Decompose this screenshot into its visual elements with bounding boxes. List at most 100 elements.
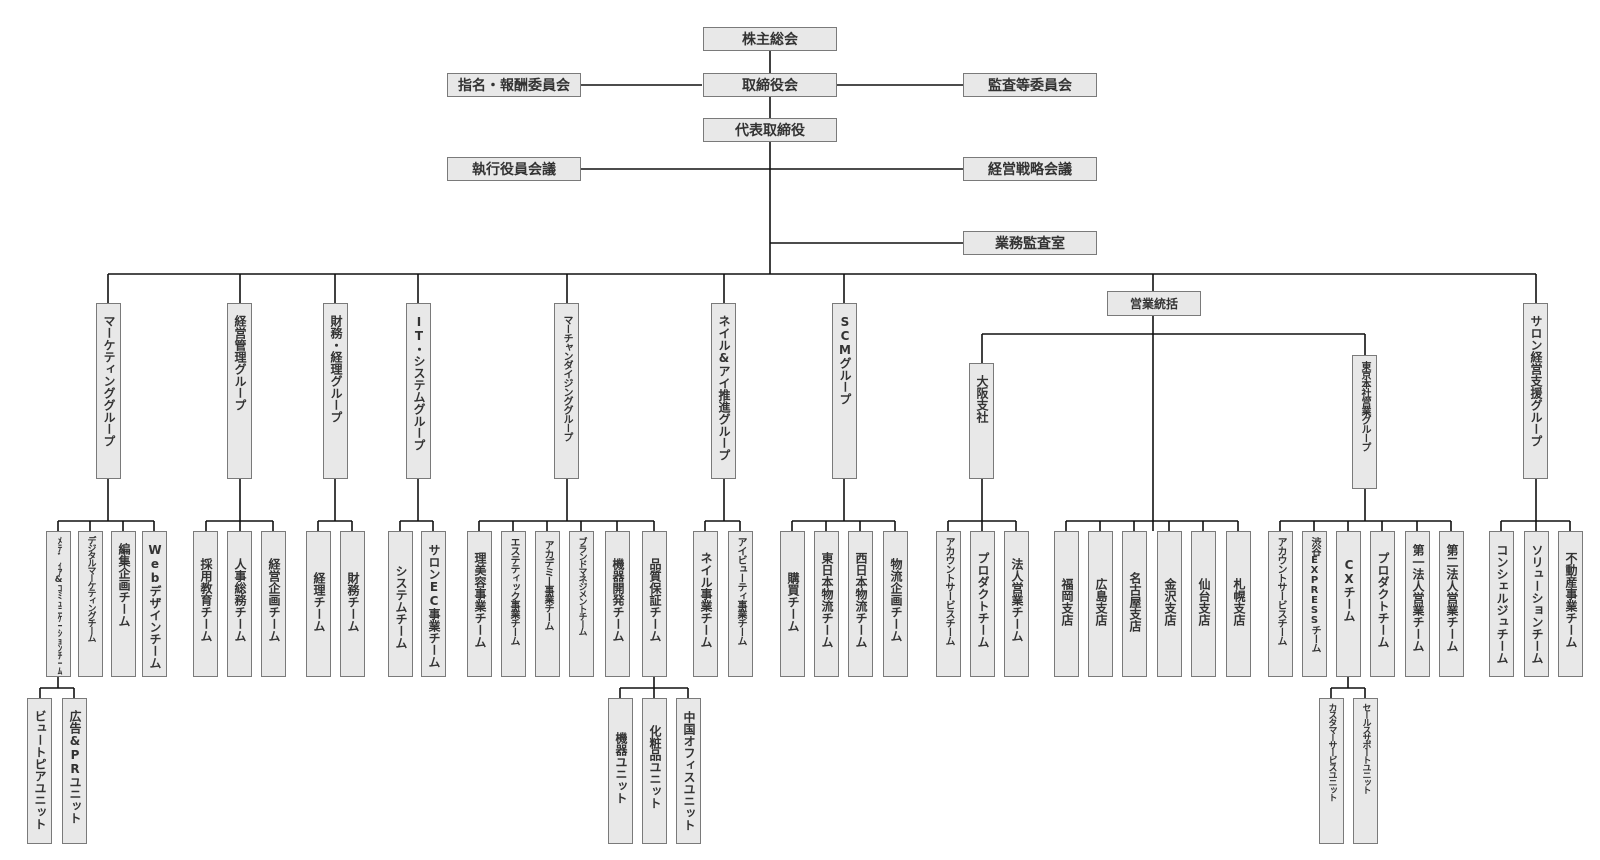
team-label: 物流企画チーム bbox=[889, 558, 903, 642]
shareholders-meeting-box: 株主総会 bbox=[703, 27, 837, 51]
unit-label: ビュートピアユニット bbox=[33, 710, 47, 830]
team-label: 採用教育チーム bbox=[199, 558, 213, 642]
group-label: マーチャンダイジンググループ bbox=[561, 315, 572, 441]
team-label: CXチーム bbox=[1342, 558, 1356, 622]
team-box: コンシェルジュチーム bbox=[1489, 531, 1514, 677]
team-label: ブランドマネジメントチーム bbox=[576, 537, 587, 635]
team-box: サロンEC事業チーム bbox=[421, 531, 446, 677]
branch-label: 広島支店 bbox=[1094, 578, 1108, 626]
unit-label: 中国オフィスユニット bbox=[682, 711, 696, 831]
team-box: ネイル事業チーム bbox=[693, 531, 718, 677]
group-management: 経営管理グループ bbox=[227, 303, 252, 479]
team-label: Webデザインチーム bbox=[148, 543, 162, 669]
group-label: 経営管理グループ bbox=[233, 315, 247, 411]
team-label: 機器開発チーム bbox=[611, 558, 625, 642]
branch-box: 名古屋支店 bbox=[1122, 531, 1147, 677]
team-box: デジタルマーケティングチーム bbox=[78, 531, 103, 677]
group-label: サロン経営支援グループ bbox=[1529, 315, 1543, 447]
team-label: アカウントサービスチーム bbox=[943, 537, 954, 645]
team-box: プロダクトチーム bbox=[970, 531, 995, 677]
ceo-box: 代表取締役 bbox=[703, 118, 837, 142]
team-label: 品質保証チーム bbox=[648, 558, 662, 642]
team-label: アカウントサービスチーム bbox=[1275, 537, 1286, 645]
team-label: 第二法人営業チーム bbox=[1445, 544, 1459, 652]
team-box: 東日本物流チーム bbox=[814, 531, 839, 677]
team-box: アカウントサービスチーム bbox=[936, 531, 961, 677]
team-box: 経営企画チーム bbox=[261, 531, 286, 677]
unit-label: 広告&PRユニット bbox=[68, 710, 82, 824]
team-label: 人事総務チーム bbox=[233, 558, 247, 642]
team-box: 経理チーム bbox=[306, 531, 331, 677]
team-box: プロダクトチーム bbox=[1370, 531, 1395, 677]
team-label: ネイル事業チーム bbox=[699, 552, 713, 648]
team-label: プロダクトチーム bbox=[976, 552, 990, 648]
group-osaka: 大阪支社 bbox=[969, 363, 994, 479]
team-label: ソリューションチーム bbox=[1530, 544, 1544, 664]
team-box: 品質保証チーム bbox=[642, 531, 667, 677]
unit-label: 化粧品ユニット bbox=[648, 725, 662, 809]
unit-box: ビュートピアユニット bbox=[27, 698, 52, 844]
branch-box: 金沢支店 bbox=[1157, 531, 1182, 677]
group-scm: SCMグループ bbox=[832, 303, 857, 479]
team-label: デジタルマーケティングチーム bbox=[85, 536, 96, 641]
audit-committee-box: 監査等委員会 bbox=[963, 73, 1097, 97]
group-label: SCMグループ bbox=[838, 315, 852, 405]
branch-box: 仙台支店 bbox=[1191, 531, 1216, 677]
team-box: 第二法人営業チーム bbox=[1439, 531, 1464, 677]
nomination-committee-box: 指名・報酬委員会 bbox=[447, 73, 581, 97]
group-nail: ネイル&アイ推進グループ bbox=[711, 303, 736, 479]
branch-label: 札幌支店 bbox=[1232, 578, 1246, 626]
team-box: 採用教育チーム bbox=[193, 531, 218, 677]
board-of-directors-box: 取締役会 bbox=[703, 73, 837, 97]
team-label: 理美容事業チーム bbox=[473, 552, 487, 648]
unit-box: カスタマーサービスユニット bbox=[1319, 698, 1344, 844]
strategy-meeting-box: 経営戦略会議 bbox=[963, 157, 1097, 181]
group-merchandising: マーチャンダイジンググループ bbox=[554, 303, 579, 479]
team-label: 購買チーム bbox=[786, 572, 800, 632]
team-label: 第一法人営業チーム bbox=[1411, 544, 1425, 652]
team-box: 理美容事業チーム bbox=[467, 531, 492, 677]
team-box: システムチーム bbox=[388, 531, 413, 677]
branch-box: 広島支店 bbox=[1088, 531, 1113, 677]
team-box: 財務チーム bbox=[340, 531, 365, 677]
team-box: 第一法人営業チーム bbox=[1405, 531, 1430, 677]
unit-label: 機器ユニット bbox=[614, 732, 628, 804]
branch-box: 福岡支店 bbox=[1054, 531, 1079, 677]
branch-box: 札幌支店 bbox=[1226, 531, 1251, 677]
team-label: アカデミー事業チーム bbox=[542, 540, 553, 630]
unit-label: セールスサポートユニット bbox=[1360, 703, 1371, 793]
group-label: 東京本社営業グループ bbox=[1359, 361, 1370, 451]
team-box: 西日本物流チーム bbox=[848, 531, 873, 677]
team-label: 法人営業チーム bbox=[1010, 558, 1024, 642]
group-it: IT・システムグループ bbox=[406, 303, 431, 479]
team-label: システムチーム bbox=[394, 565, 408, 649]
team-box: アカデミー事業チーム bbox=[535, 531, 560, 677]
branch-label: 福岡支店 bbox=[1060, 578, 1074, 626]
team-label: 渋谷EXPRESSチーム bbox=[1309, 537, 1320, 652]
team-box: 機器開発チーム bbox=[605, 531, 630, 677]
unit-box: 広告&PRユニット bbox=[62, 698, 87, 844]
group-finance: 財務・経理グループ bbox=[323, 303, 348, 479]
branch-label: 仙台支店 bbox=[1197, 578, 1211, 626]
team-box: 不動産事業チーム bbox=[1558, 531, 1583, 677]
group-label: IT・システムグループ bbox=[412, 315, 426, 451]
team-box: 法人営業チーム bbox=[1004, 531, 1029, 677]
team-box: Webデザインチーム bbox=[142, 531, 167, 677]
team-box: アカウントサービスチーム bbox=[1268, 531, 1293, 677]
team-label: エステティック事業チーム bbox=[508, 537, 519, 645]
team-box: 渋谷EXPRESSチーム bbox=[1302, 531, 1327, 677]
unit-box: セールスサポートユニット bbox=[1353, 698, 1378, 844]
team-box: 購買チーム bbox=[780, 531, 805, 677]
unit-box: 化粧品ユニット bbox=[642, 698, 667, 844]
team-box: ﾒﾃﾞｨｱ&ｺﾐｭﾆｹｰｼｮﾝﾁｰﾑ bbox=[46, 531, 71, 677]
team-label: 西日本物流チーム bbox=[854, 552, 868, 648]
team-box: 人事総務チーム bbox=[227, 531, 252, 677]
team-label: サロンEC事業チーム bbox=[427, 544, 441, 668]
team-box: エステティック事業チーム bbox=[501, 531, 526, 677]
team-box: CXチーム bbox=[1336, 531, 1361, 677]
executive-meeting-box: 執行役員会議 bbox=[447, 157, 581, 181]
team-label: コンシェルジュチーム bbox=[1495, 544, 1509, 664]
branch-label: 名古屋支店 bbox=[1128, 572, 1142, 632]
